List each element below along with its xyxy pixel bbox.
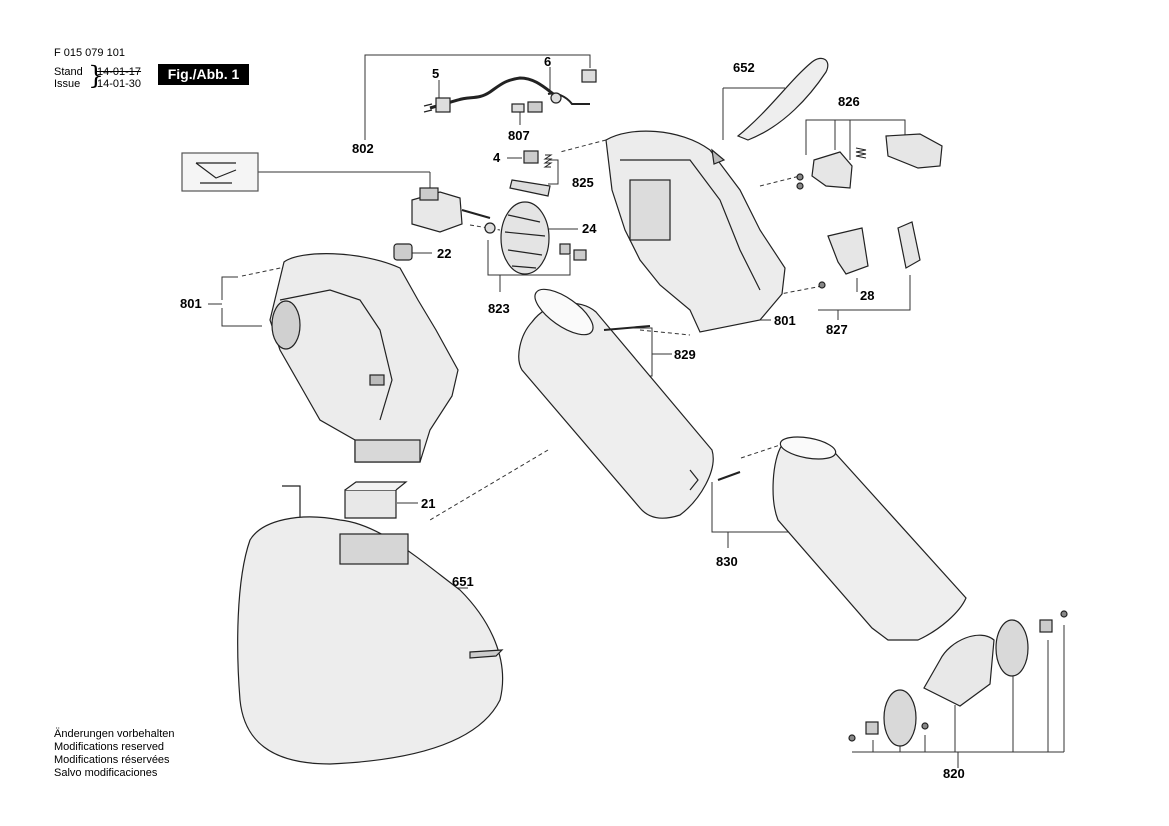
part-label-5: 5 bbox=[432, 66, 439, 81]
part-label-651: 651 bbox=[452, 574, 474, 589]
note-de: Änderungen vorbehalten bbox=[54, 728, 175, 740]
switch-cable bbox=[547, 69, 597, 105]
filter-box bbox=[344, 481, 408, 519]
part-label-830: 830 bbox=[716, 554, 738, 569]
part-label-807: 807 bbox=[508, 128, 530, 143]
lower-tube bbox=[717, 436, 967, 641]
stand-date: 14-01-17 bbox=[97, 66, 142, 78]
motor-unit bbox=[411, 187, 496, 234]
note-en: Modifications reserved bbox=[54, 741, 165, 753]
part-label-4: 4 bbox=[493, 150, 501, 165]
part-label-820: 820 bbox=[943, 766, 965, 781]
part-label-22: 22 bbox=[437, 246, 451, 261]
lever-parts bbox=[818, 221, 921, 289]
right-housing bbox=[605, 130, 786, 333]
part-label-802: 802 bbox=[352, 141, 374, 156]
wheel-assembly bbox=[848, 610, 1068, 747]
note-es: Salvo modificaciones bbox=[54, 767, 158, 779]
part-label-652: 652 bbox=[733, 60, 755, 75]
handle-parts bbox=[796, 133, 943, 190]
left-housing bbox=[269, 253, 459, 463]
collection-bag bbox=[237, 485, 504, 765]
modification-notes: Änderungen vorbehalten Modifications res… bbox=[54, 728, 174, 780]
symbol-box bbox=[181, 152, 259, 192]
part-label-24: 24 bbox=[582, 221, 597, 236]
note-fr: Modifications réservées bbox=[54, 754, 170, 766]
issue-date: 14-01-30 bbox=[97, 78, 142, 90]
issue-label: Issue bbox=[54, 78, 81, 90]
shoulder-strap bbox=[736, 57, 829, 141]
figure-badge: Fig./Abb. 1 bbox=[158, 64, 249, 85]
stand-label: Stand bbox=[54, 66, 83, 78]
part-label-801-left: 801 bbox=[180, 296, 202, 311]
part-label-826: 826 bbox=[838, 94, 860, 109]
part-label-6: 6 bbox=[544, 54, 551, 69]
clip-part bbox=[393, 243, 413, 261]
part-labels: 5 6 652 826 802 807 4 825 24 22 801 823 … bbox=[180, 54, 965, 781]
part-label-829: 829 bbox=[674, 347, 696, 362]
part-label-825: 825 bbox=[572, 175, 594, 190]
document-number: F 015 079 101 bbox=[54, 47, 125, 59]
upper-tube bbox=[518, 288, 714, 519]
fan-impeller bbox=[500, 201, 587, 275]
part-label-21: 21 bbox=[421, 496, 435, 511]
part-label-823: 823 bbox=[488, 301, 510, 316]
part-label-801-right: 801 bbox=[774, 313, 796, 328]
brace-glyph: } bbox=[88, 61, 104, 90]
part-label-827: 827 bbox=[826, 322, 848, 337]
small-parts-807-4-825 bbox=[509, 101, 553, 197]
power-cord bbox=[423, 76, 557, 113]
part-label-28: 28 bbox=[860, 288, 874, 303]
